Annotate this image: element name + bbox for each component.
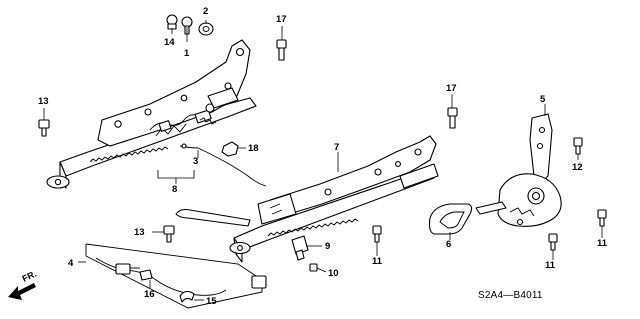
callout-16: 16 — [144, 289, 155, 300]
cover — [428, 203, 473, 235]
callout-15: 15 — [206, 296, 217, 307]
callout-17-b: 17 — [446, 83, 457, 94]
callout-11-b: 11 — [545, 260, 556, 271]
callout-13-a: 13 — [38, 96, 49, 107]
callout-17-a: 17 — [276, 14, 287, 25]
callout-18: 18 — [248, 143, 259, 154]
callout-14: 14 — [164, 37, 175, 48]
small-fasteners — [38, 14, 607, 303]
recliner-bracket — [475, 113, 562, 227]
callout-11-c: 11 — [597, 238, 608, 249]
callout-12: 12 — [572, 162, 583, 173]
front-label: FR. — [21, 269, 38, 284]
callout-11-a: 11 — [372, 256, 383, 267]
callout-6: 6 — [446, 239, 451, 250]
front-direction-arrow — [8, 283, 36, 300]
callout-7: 7 — [334, 142, 339, 153]
callout-5: 5 — [540, 94, 546, 105]
callout-1: 1 — [184, 48, 190, 59]
wire-harness — [85, 243, 267, 309]
callout-10: 10 — [328, 268, 339, 279]
callout-8: 8 — [172, 184, 177, 195]
left-seat-track — [46, 39, 257, 189]
callout-9: 9 — [325, 241, 330, 252]
callout-3: 3 — [193, 156, 198, 167]
diagram-code: S2A4—B4011 — [478, 290, 543, 301]
leader-lines — [43, 20, 603, 301]
callout-4: 4 — [68, 258, 74, 269]
callout-2: 2 — [203, 6, 208, 17]
callout-13-b: 13 — [134, 227, 145, 238]
right-seat-track — [175, 135, 439, 263]
